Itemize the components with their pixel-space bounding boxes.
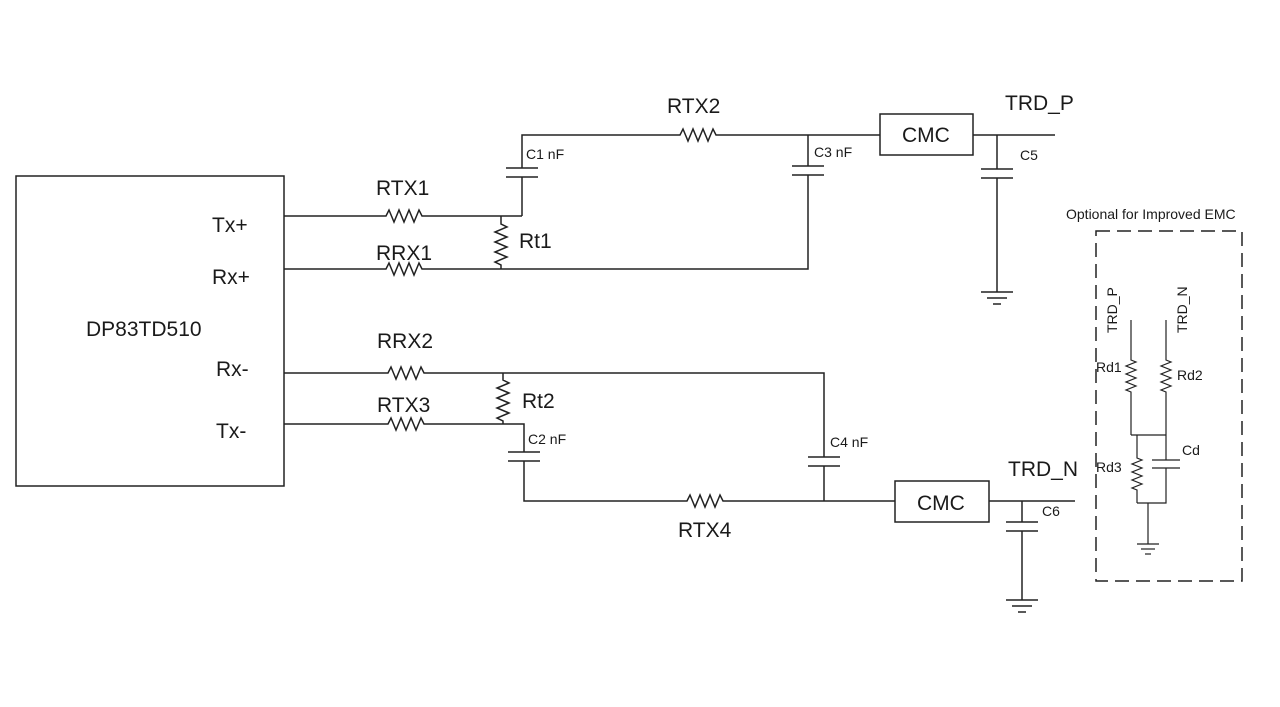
optional-title: Optional for Improved EMC xyxy=(1066,206,1236,222)
label-rrx2: RRX2 xyxy=(377,330,433,353)
label-rd1: Rd1 xyxy=(1096,359,1122,375)
label-c2: C2 nF xyxy=(528,431,566,447)
label-cmc-bottom: CMC xyxy=(917,492,965,515)
label-trd-p: TRD_P xyxy=(1005,92,1074,115)
pin-rx-plus: Rx+ xyxy=(212,266,250,289)
label-rtx1: RTX1 xyxy=(376,177,429,200)
wire-rx-minus xyxy=(284,365,825,457)
label-c6: C6 xyxy=(1042,503,1060,519)
resistor-rd3 xyxy=(1130,435,1144,503)
chip-name: DP83TD510 xyxy=(86,318,202,341)
wire-bottom-rtx4 xyxy=(523,461,895,509)
label-c3: C3 nF xyxy=(814,144,852,160)
label-trd-n: TRD_N xyxy=(1008,458,1078,481)
wire-top-rtx2 xyxy=(521,127,880,168)
label-rtx2: RTX2 xyxy=(667,95,720,118)
label-rd3: Rd3 xyxy=(1096,459,1122,475)
pin-tx-minus: Tx- xyxy=(216,420,246,443)
label-rt1: Rt1 xyxy=(519,230,552,253)
resistor-rt1 xyxy=(493,216,509,269)
pin-tx-plus: Tx+ xyxy=(212,214,248,237)
label-rt2: Rt2 xyxy=(522,390,555,413)
resistor-rt2 xyxy=(495,373,511,424)
ground-c5-icon xyxy=(981,291,1013,305)
ground-c6-icon xyxy=(1006,599,1038,613)
label-c5: C5 xyxy=(1020,147,1038,163)
ground-optional-icon xyxy=(1137,543,1159,555)
wire-rx-plus xyxy=(284,175,809,277)
optional-label-trd-p: TRD_P xyxy=(1104,287,1120,333)
optional-label-trd-n: TRD_N xyxy=(1174,286,1190,333)
label-c1: C1 nF xyxy=(526,146,564,162)
pin-rx-minus: Rx- xyxy=(216,358,249,381)
label-rrx1: RRX1 xyxy=(376,242,432,265)
label-rd2: Rd2 xyxy=(1177,367,1203,383)
chip-box xyxy=(15,175,285,487)
resistor-rd2 xyxy=(1159,320,1173,435)
label-cmc-top: CMC xyxy=(902,124,950,147)
label-rtx4: RTX4 xyxy=(678,519,732,542)
wire-cd-bottom xyxy=(1137,468,1167,504)
label-c4: C4 nF xyxy=(830,434,868,450)
wire-tx-minus xyxy=(284,416,525,452)
resistor-rd1 xyxy=(1124,320,1138,435)
label-cd: Cd xyxy=(1182,442,1200,458)
label-rtx3: RTX3 xyxy=(377,394,430,417)
wire-tx-plus xyxy=(284,208,522,224)
optional-box xyxy=(1095,230,1243,582)
